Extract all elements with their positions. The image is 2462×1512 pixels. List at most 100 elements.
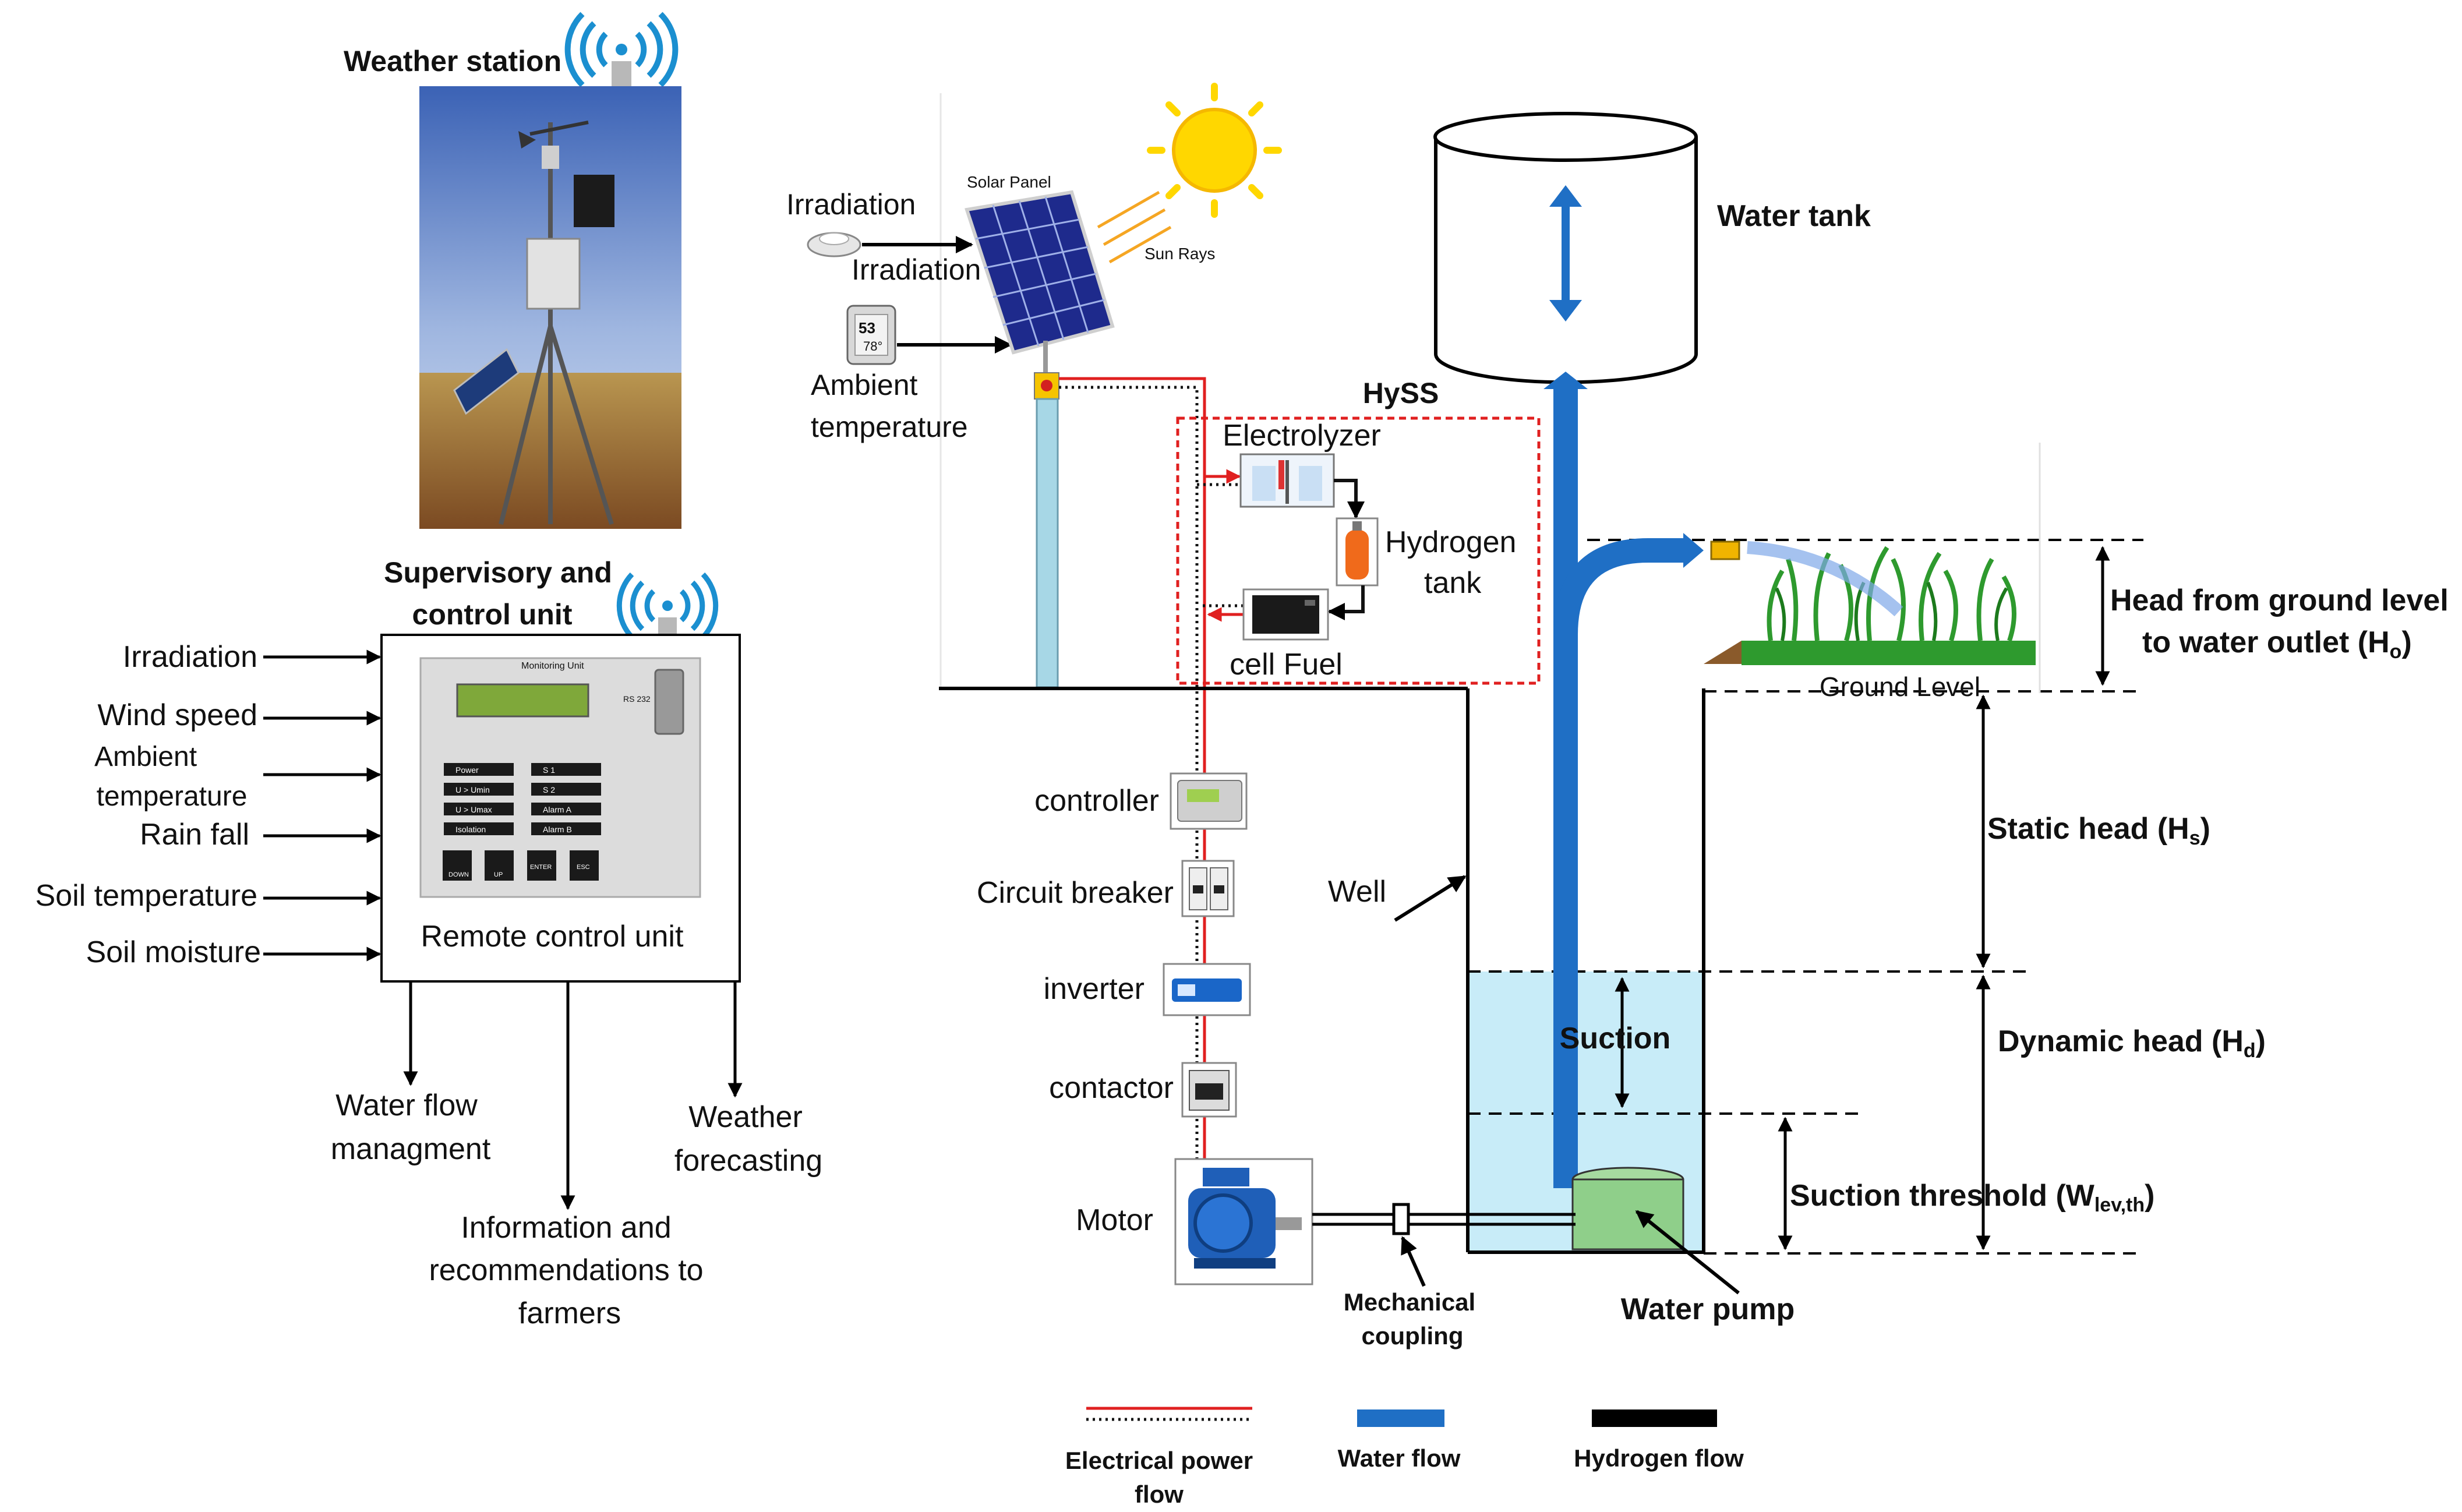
key-label: Alarm B (543, 825, 572, 834)
legend-water-swatch (1357, 1409, 1444, 1427)
key-label: Isolation (455, 825, 486, 834)
output-info-line1: Information and (461, 1211, 671, 1245)
coupling-line1: Mechanical (1344, 1288, 1475, 1316)
port-label: RS 232 (623, 694, 651, 704)
inverter-label: inverter (1044, 972, 1145, 1006)
motor-label: Motor (1076, 1203, 1153, 1237)
dynamic-head-label: Dynamic head (Hd) (1998, 1025, 2266, 1062)
weather-station: Weather station (344, 12, 681, 529)
suction-threshold-label: Suction threshold (Wlev,th) (1790, 1179, 2154, 1216)
electrolyzer-icon (1239, 453, 1335, 508)
legend-electrical-line2: flow (1135, 1481, 1184, 1508)
button-label: DOWN (448, 871, 469, 878)
key-label: U > Umax (455, 805, 492, 814)
field-illustration (1704, 443, 2041, 693)
legend-electrical-line1: Electrical power (1065, 1447, 1253, 1474)
wifi-icon (616, 572, 719, 642)
input-irradiation: Irradiation (123, 640, 257, 674)
output-info-line3: farmers (518, 1296, 621, 1330)
input-ambient-line1: Ambient (94, 741, 197, 772)
water-tank-label: Water tank (1717, 199, 1871, 233)
pump-pointer-arrow (1635, 1210, 1740, 1295)
output-water-flow-line1: Water flow (335, 1089, 478, 1122)
supervisory-outputs: Water flow managment Information and rec… (331, 981, 822, 1330)
solar-panel-icon (965, 190, 1115, 379)
water-pump-icon (1571, 1167, 1684, 1250)
irradiation-sensor-label: Irradiation (852, 253, 981, 286)
sun-rays-arrows (1097, 190, 1172, 264)
suction-label: Suction (1560, 1022, 1671, 1055)
panel-pole (1036, 398, 1059, 688)
controller-icon (1170, 772, 1248, 830)
static-head-label: Static head (Hs) (1987, 812, 2210, 849)
legend-hydrogen-swatch (1592, 1409, 1717, 1427)
input-ambient-line2: temperature (97, 781, 248, 812)
key-label: S 2 (543, 785, 555, 794)
supervisory-title-line1: Supervisory and (384, 556, 612, 589)
inverter-icon (1163, 963, 1251, 1016)
solar-panel-label: Solar Panel (967, 173, 1051, 191)
coupling-line2: coupling (1362, 1322, 1464, 1350)
thermo-top: 53 (859, 319, 875, 337)
irradiation-sensor-icon (807, 232, 861, 257)
circuit-breaker-icon (1181, 860, 1235, 917)
hydraulics: Well Water tank Water pump Suction (939, 112, 2449, 1326)
thermometer-icon: 53 78° (846, 305, 896, 365)
contactor-label: contactor (1049, 1071, 1174, 1105)
pipe-arrow-up (1543, 372, 1588, 389)
input-wind-speed: Wind speed (97, 698, 257, 732)
legend-hydrogen-label: Hydrogen flow (1574, 1444, 1744, 1472)
sun-rays-label: Sun Rays (1145, 245, 1215, 263)
circuit-breaker-label: Circuit breaker (977, 876, 1174, 910)
well-pointer-arrow (1394, 875, 1467, 922)
weather-station-title: Weather station (344, 45, 561, 77)
water-pipe (1553, 384, 1578, 1188)
fuel-cell-label: cell Fuel (1230, 648, 1343, 681)
water-tank (1433, 112, 1698, 384)
ambient-line1: Ambient (811, 369, 918, 401)
motor-icon (1174, 1158, 1313, 1285)
hydrogen-line2: tank (1424, 566, 1482, 600)
power-chain: controller Circuit breaker inverter cont… (977, 772, 1576, 1350)
key-label: Power (455, 765, 479, 775)
button-label: ESC (577, 864, 590, 871)
hyss-title: HySS (1363, 377, 1439, 409)
hyss-boundary (1176, 416, 1541, 685)
screen-title: Monitoring Unit (521, 661, 584, 671)
button-label: ENTER (530, 864, 552, 871)
key-label: S 1 (543, 765, 555, 775)
supervisory-title-line2: control unit (412, 598, 573, 631)
coupling-pointer-arrow (1401, 1236, 1426, 1287)
key-label: U > Umin (455, 785, 490, 794)
lcd-screen (456, 683, 589, 718)
input-soil-moisture: Soil moisture (86, 935, 261, 969)
contactor-icon (1181, 1062, 1237, 1118)
water-pump-label: Water pump (1621, 1292, 1795, 1326)
head-outlet-line2: to water outlet (Ho) (2142, 626, 2412, 663)
status-keys: Power U > Umin U > Umax Isolation S 1 S … (444, 763, 601, 835)
key-label: Alarm A (543, 805, 572, 814)
well-label: Well (1328, 875, 1386, 909)
button-label: UP (494, 871, 503, 878)
ambient-line2: temperature (811, 411, 968, 443)
output-weather-line2: forecasting (674, 1144, 822, 1178)
thermo-bottom: 78° (863, 339, 882, 354)
electrolyzer-label: Electrolyzer (1223, 419, 1381, 453)
coupling-icon (1392, 1203, 1410, 1235)
monitoring-unit-device: Monitoring Unit RS 232 Power U > Umin U … (419, 657, 701, 898)
supervisory-inputs: Irradiation Wind speed Ambient temperatu… (35, 640, 382, 969)
output-weather-line1: Weather (688, 1100, 803, 1134)
supervisory-control-unit: Supervisory and control unit Monitoring … (35, 556, 822, 1330)
control-buttons: DOWN UP ENTER ESC (443, 850, 599, 881)
outlet-branch (1553, 538, 1689, 635)
hydrogen-line1: Hydrogen (1385, 525, 1516, 559)
outlet-arrow (1683, 533, 1704, 568)
ground-level-label: Ground Level (1820, 672, 1980, 702)
output-info-line2: recommendations to (429, 1253, 703, 1287)
legend-water-label: Water flow (1338, 1444, 1461, 1472)
fuel-cell-icon (1242, 588, 1329, 641)
h2-to-tank-arrow (1334, 479, 1365, 519)
input-soil-temperature: Soil temperature (35, 879, 257, 913)
head-outlet-line1: Head from ground level (2110, 584, 2449, 617)
